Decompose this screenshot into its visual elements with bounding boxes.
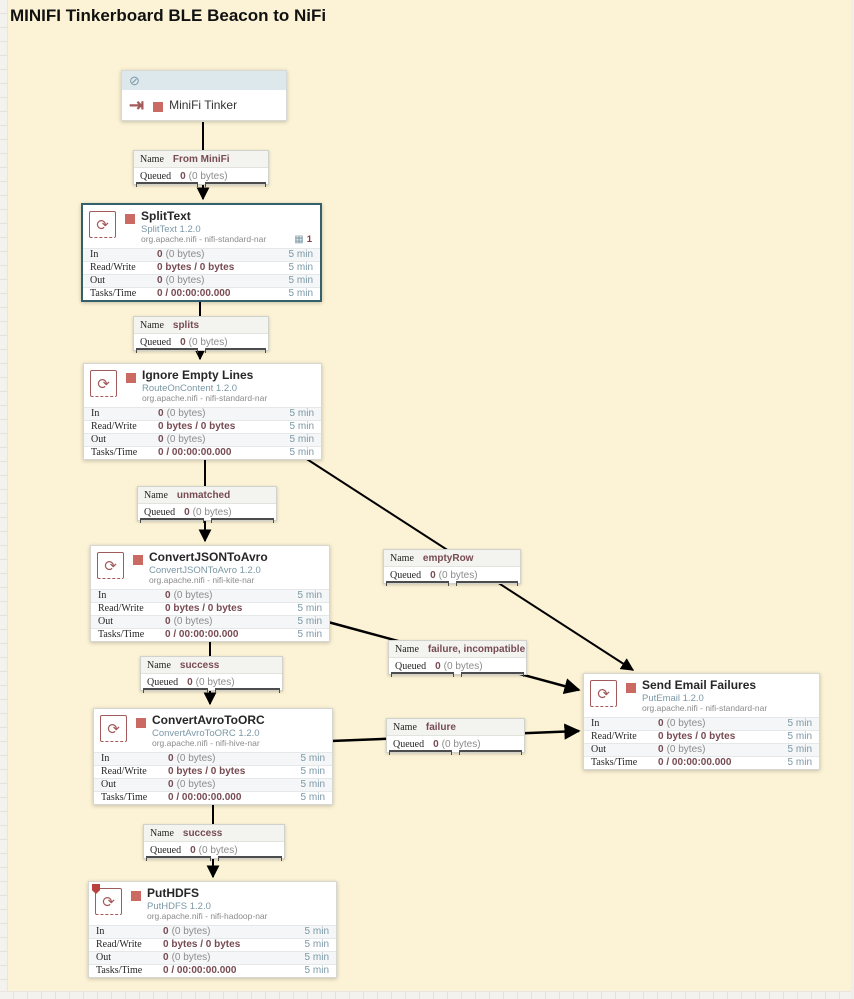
stopped-icon xyxy=(136,718,146,728)
processor-bundle: org.apache.nifi - nifi-standard-nar xyxy=(642,702,768,713)
processor-ignore-empty-lines[interactable]: ⟳ Ignore Empty Lines RouteOnContent 1.2.… xyxy=(83,363,322,460)
input-port-header: ⊘ xyxy=(122,71,286,90)
processor-send-email-failures[interactable]: ⟳ Send Email Failures PutEmail 1.2.0 org… xyxy=(583,673,820,770)
processor-bundle: org.apache.nifi - nifi-hive-nar xyxy=(152,737,260,748)
processor-type: RouteOnContent 1.2.0 xyxy=(142,382,238,394)
queue-size-bars xyxy=(143,688,280,693)
processor-icon: ⟳ xyxy=(97,552,124,579)
processor-type: PutEmail 1.2.0 xyxy=(642,692,704,704)
page-title: MINIFI Tinkerboard BLE Beacon to NiFi xyxy=(10,6,327,25)
processor-title: ConvertJSONToAvro xyxy=(149,550,268,564)
queue-size-bars xyxy=(146,856,282,861)
processor-icon: ⟳ xyxy=(590,680,617,707)
canvas-edge-right xyxy=(851,0,854,999)
queue-size-bars xyxy=(136,348,266,353)
stopped-icon xyxy=(153,102,164,112)
stopped-icon xyxy=(133,555,143,565)
processor-bundle: org.apache.nifi - nifi-standard-nar xyxy=(142,392,268,403)
processor-title: Send Email Failures xyxy=(642,678,757,692)
processor-type: ConvertAvroToORC 1.2.0 xyxy=(152,727,260,739)
connection-name: unmatched xyxy=(176,489,231,501)
canvas-edge-bottom xyxy=(0,991,854,999)
processor-convertavrotoorc[interactable]: ⟳ ConvertAvroToORC ConvertAvroToORC 1.2.… xyxy=(93,708,333,805)
connection-name: failure xyxy=(425,721,456,733)
processor-icon: ⟳ xyxy=(90,370,117,397)
processor-title: SplitText xyxy=(141,209,191,223)
stopped-icon xyxy=(125,214,135,224)
processor-splittext[interactable]: ⟳ SplitText SplitText 1.2.0 org.apache.n… xyxy=(81,203,322,302)
connection-name: failure, incompatible xyxy=(427,643,526,655)
connection-name: splits xyxy=(172,319,200,331)
processor-type: PutHDFS 1.2.0 xyxy=(147,900,211,912)
processor-icon: ⟳ xyxy=(89,211,116,238)
stopped-icon xyxy=(626,683,636,693)
processor-convertjsontoavro[interactable]: ⟳ ConvertJSONToAvro ConvertJSONToAvro 1.… xyxy=(90,545,330,642)
processor-type: ConvertJSONToAvro 1.2.0 xyxy=(149,564,261,576)
grid-icon: ▦ xyxy=(294,233,304,245)
queue-size-bars xyxy=(389,750,522,755)
queue-size-bars xyxy=(386,581,518,586)
processor-icon: ⟳ xyxy=(100,715,127,742)
connection-name: success xyxy=(179,659,220,671)
stopped-icon xyxy=(131,891,141,901)
connection-name: emptyRow xyxy=(422,552,474,564)
processor-puthdfs[interactable]: ⟳ PutHDFS PutHDFS 1.2.0 org.apache.nifi … xyxy=(88,881,337,978)
connection-name: From MiniFi xyxy=(172,153,230,165)
processor-type: SplitText 1.2.0 xyxy=(141,223,201,235)
processor-title: Ignore Empty Lines xyxy=(142,368,254,382)
processor-icon: ⟳ xyxy=(92,884,122,915)
processor-bundle: org.apache.nifi - nifi-standard-nar xyxy=(141,233,267,244)
processor-title: ConvertAvroToORC xyxy=(152,713,265,727)
input-port-icon: ⇥ xyxy=(129,95,145,115)
input-port-name: MiniFi Tinker xyxy=(169,98,238,112)
queue-size-bars xyxy=(391,672,524,677)
canvas-edge-left xyxy=(0,0,8,999)
cluster-count-badge: ▦1 xyxy=(294,233,312,245)
processor-bundle: org.apache.nifi - nifi-hadoop-nar xyxy=(147,910,268,921)
connection-name: success xyxy=(182,827,223,839)
transmission-disabled-icon: ⊘ xyxy=(129,73,140,88)
queue-size-bars xyxy=(136,182,266,187)
input-port-minifi-tinker[interactable]: ⊘ ⇥ MiniFi Tinker xyxy=(121,70,287,121)
processor-title: PutHDFS xyxy=(147,886,199,900)
restricted-shield-icon xyxy=(92,884,100,894)
queue-size-bars xyxy=(140,518,274,523)
stopped-icon xyxy=(126,373,136,383)
processor-bundle: org.apache.nifi - nifi-kite-nar xyxy=(149,574,255,585)
